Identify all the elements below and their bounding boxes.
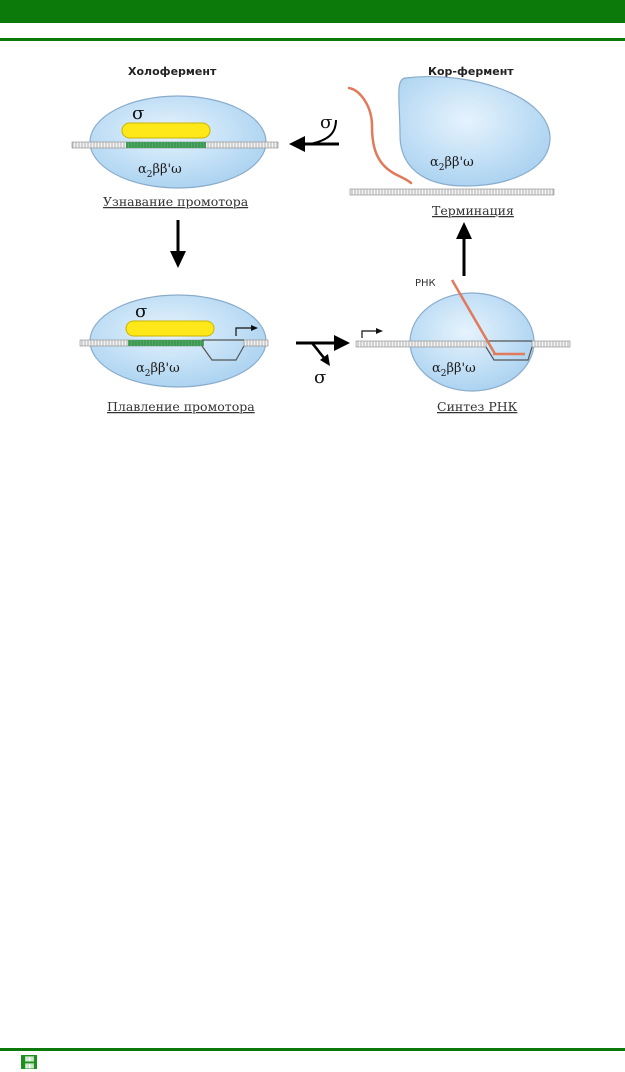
header-divider xyxy=(0,38,625,41)
termination-panel: α2ββ'ω Терминация xyxy=(347,76,555,218)
sigma-symbol-2: σ xyxy=(135,301,147,322)
subunit-label: α2ββ'ω xyxy=(138,162,182,180)
down-arrow xyxy=(170,220,186,268)
released-dna xyxy=(349,188,555,196)
synthesis-caption: Синтез РНК xyxy=(437,399,518,414)
sigma-release-arrow: σ xyxy=(296,335,350,388)
start-arrow xyxy=(235,327,253,336)
arrow-head xyxy=(289,136,305,152)
dna-downstream xyxy=(531,340,571,348)
nascent-rna xyxy=(450,279,497,355)
subunit-label-3: α2ββ'ω xyxy=(432,361,476,379)
holoenzyme-label: Холофермент xyxy=(128,65,217,78)
released-rna xyxy=(347,86,413,185)
recognition-panel: σ α2ββ'ω Узнавание промотора xyxy=(71,95,279,209)
termination-caption: Терминация xyxy=(432,203,514,218)
sigma-factor-bound xyxy=(125,320,215,337)
up-arrow xyxy=(456,222,472,276)
sigma-symbol: σ xyxy=(132,103,144,124)
core-enzyme-label: Кор-фермент xyxy=(428,65,514,78)
sigma-join-arrow: σ xyxy=(289,112,339,152)
transcription-bubble xyxy=(201,345,245,361)
promoter-region xyxy=(126,142,206,148)
footer-divider xyxy=(0,1048,625,1051)
melting-caption: Плавление промотора xyxy=(107,399,255,414)
dna-right xyxy=(243,339,269,347)
recognition-caption: Узнавание промотора xyxy=(103,194,249,209)
rna-label: РНК xyxy=(415,278,436,289)
core-enzyme-body xyxy=(398,76,551,187)
transcription-cycle-diagram: Холофермент Кор-фермент σ α2ββ'ω Узнаван… xyxy=(71,65,571,414)
sigma-free-symbol: σ xyxy=(320,112,332,133)
header-bar xyxy=(0,0,625,23)
synthesis-panel: РНК α2ββ'ω Синтез РНК xyxy=(355,278,571,414)
sigma-released-symbol: σ xyxy=(314,367,326,388)
subunit-label-2: α2ββ'ω xyxy=(136,361,180,379)
melting-panel: σ α2ββ'ω Плавление промотора xyxy=(79,294,269,414)
logo-icon: ▦▦▦▦ xyxy=(21,1055,37,1070)
core-subunit-label: α2ββ'ω xyxy=(430,155,474,173)
promoter-open xyxy=(128,340,204,346)
elongation-bubble xyxy=(485,346,533,361)
dna-upstream xyxy=(355,340,487,348)
start-arrow-2 xyxy=(361,330,378,338)
sigma-factor xyxy=(121,122,211,139)
